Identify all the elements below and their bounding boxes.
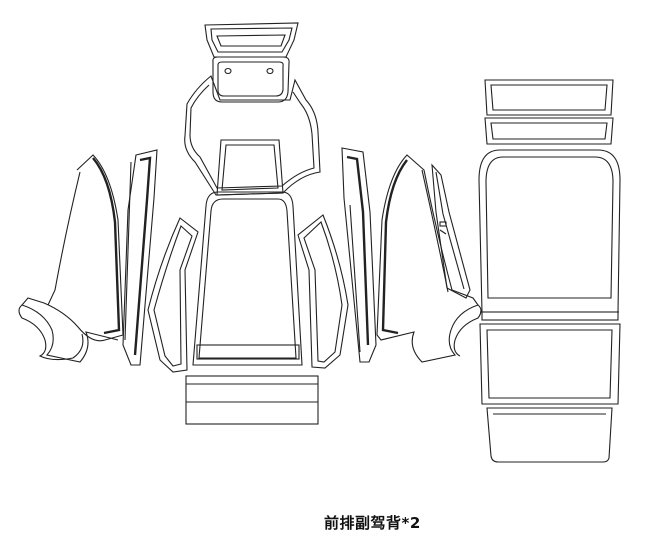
headrest-top-band <box>204 22 299 58</box>
headrest-hole-left <box>224 67 232 75</box>
back-second-band <box>484 117 614 145</box>
back-lower-panel <box>479 323 621 405</box>
back-bottom-flap <box>185 375 319 425</box>
left-seat-pattern <box>18 22 482 425</box>
zipper-mark <box>439 221 447 227</box>
diagram-caption: 前排副驾背*2 <box>324 514 421 532</box>
back-bottom-panel <box>486 407 613 463</box>
right-side-strip <box>341 147 377 363</box>
shoulder-center-panel <box>216 139 284 196</box>
right-seat-back-pattern <box>478 79 621 463</box>
back-center-panel <box>192 191 303 366</box>
headrest-face-panel <box>212 56 290 103</box>
upper-back-panel <box>184 75 321 196</box>
left-outer-wing <box>18 154 124 363</box>
headrest-hole-right <box>266 67 274 75</box>
right-inner-bolster <box>297 214 349 369</box>
left-inner-bolster <box>147 217 199 373</box>
far-right-side-strip <box>431 163 471 299</box>
back-main-panel <box>478 149 621 321</box>
right-outer-wing <box>376 154 482 363</box>
back-top-band <box>484 79 614 116</box>
left-side-strip <box>122 149 158 366</box>
